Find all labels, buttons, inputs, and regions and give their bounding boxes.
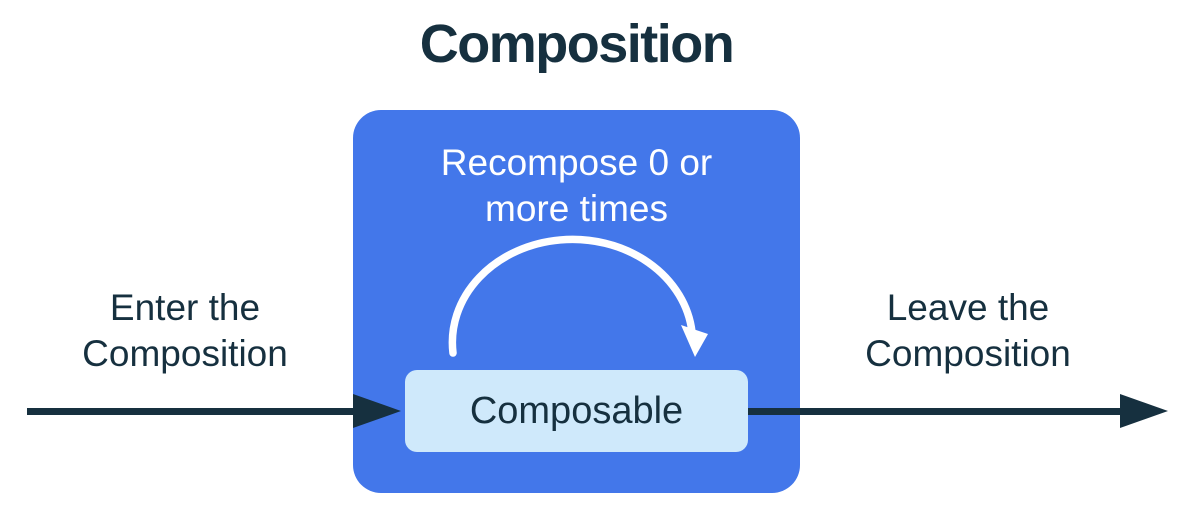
leave-flow-arrow-icon (748, 408, 1122, 415)
leave-composition-label: Leave the Composition (865, 287, 1071, 374)
enter-composition-label: Enter the Composition (82, 287, 288, 374)
leave-flow-arrowhead-icon (1120, 394, 1168, 428)
recompose-label: Recompose 0 or more times (440, 142, 713, 229)
composable-label: Composable (469, 389, 684, 432)
enter-flow-arrowhead-icon (353, 394, 401, 428)
diagram-title: Composition (419, 14, 735, 74)
recompose-loop-arrow-icon (448, 235, 708, 357)
composable-box: Composable (405, 370, 748, 452)
enter-flow-arrow-icon (27, 408, 353, 415)
